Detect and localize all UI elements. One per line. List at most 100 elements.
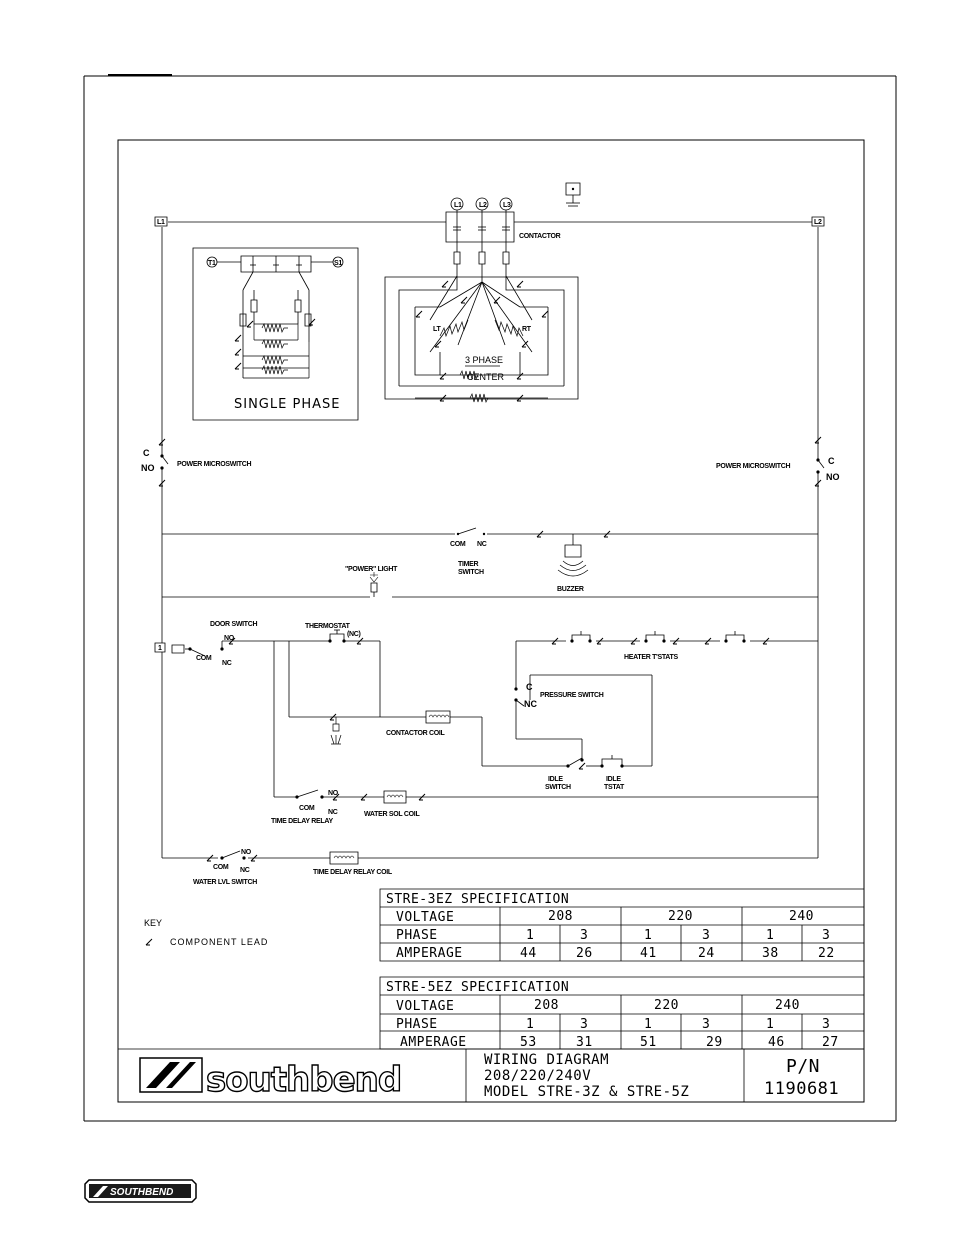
contactor-l3-label: L3 — [503, 202, 511, 209]
terminal-1: 1 — [155, 643, 165, 652]
southbend-logo-text: southbend — [206, 1060, 401, 1100]
contactor-l2-label: L2 — [479, 202, 487, 209]
three-phase-center: CENTER — [467, 372, 505, 382]
contactor-l1-label: L1 — [454, 202, 462, 209]
thermostat-nc: (NC) — [347, 631, 361, 638]
water-lvl-switch-nc: NC — [240, 867, 250, 874]
spec-5ez-a1: 53 — [520, 1035, 537, 1050]
water-lvl-switch-no: NO — [241, 849, 252, 856]
power-microswitch-right-label: POWER MICROSWITCH — [716, 463, 790, 470]
terminal-l1: L1 — [155, 217, 167, 226]
door-switch-com: COM — [196, 655, 212, 662]
idle-tstat-l2: TSTAT — [604, 784, 625, 791]
power-microswitch-right — [815, 435, 824, 490]
time-delay-relay-nc: NC — [328, 809, 338, 816]
key-title: KEY — [144, 918, 162, 928]
spec-5ez-a4: 29 — [706, 1035, 723, 1050]
title-block — [118, 1049, 864, 1102]
spec-5ez-v2: 220 — [654, 998, 679, 1013]
spec-table-5ez — [380, 977, 864, 1049]
pn-value: 1190681 — [764, 1079, 839, 1099]
water-lvl-switch-label: WATER LVL SWITCH — [193, 879, 257, 886]
terminal-l2: L2 — [812, 217, 824, 226]
spec-5ez-p6: 3 — [822, 1017, 830, 1032]
contactor-label: CONTACTOR — [519, 233, 561, 240]
spec-table-5ez-text: STRE-5EZ SPECIFICATION VOLTAGE PHASE AMP… — [386, 980, 839, 1050]
single-phase-s1: S1 — [334, 260, 342, 267]
spec-3ez-a6: 22 — [818, 946, 835, 961]
title-line3: MODEL STRE-3Z & STRE-5Z — [484, 1084, 689, 1100]
contactor-coil-label: CONTACTOR COIL — [386, 730, 446, 737]
power-microswitch-left — [159, 440, 168, 490]
power-light-symbol — [370, 572, 392, 601]
spec-5ez-p2: 3 — [580, 1017, 588, 1032]
water-sol-coil-symbol — [384, 791, 406, 803]
three-phase-rt: RT — [522, 326, 532, 333]
time-delay-relay-label: TIME DELAY RELAY — [271, 818, 333, 825]
spec-5ez-phase-label: PHASE — [396, 1017, 438, 1032]
spec-5ez-voltage-label: VOLTAGE — [396, 999, 454, 1014]
spec-3ez-v2: 220 — [668, 909, 693, 924]
spec-5ez-p3: 1 — [644, 1017, 652, 1032]
spec-5ez-a6: 27 — [822, 1035, 839, 1050]
spec-3ez-v1: 208 — [548, 909, 573, 924]
spec-3ez-a1: 44 — [520, 946, 537, 961]
thermostat-label: THERMOSTAT — [305, 623, 351, 630]
key-component-lead: COMPONENT LEAD — [170, 937, 268, 947]
pressure-switch-c: C — [526, 682, 533, 692]
spec-3ez-title: STRE-3EZ SPECIFICATION — [386, 892, 569, 907]
power-microswitch-right-c: C — [828, 456, 835, 466]
water-sol-coil-label: WATER SOL COIL — [364, 811, 420, 818]
door-switch-label: DOOR SWITCH — [210, 621, 257, 628]
spec-3ez-p3: 1 — [644, 928, 652, 943]
timer-switch-nc: NC — [477, 541, 487, 548]
buzzer-symbol — [536, 530, 611, 576]
three-phase-leads — [415, 280, 549, 402]
spec-5ez-title: STRE-5EZ SPECIFICATION — [386, 980, 569, 995]
control-leads — [206, 637, 770, 862]
spec-table-3ez-text: STRE-3EZ SPECIFICATION VOLTAGE PHASE AMP… — [386, 892, 835, 961]
svg-text:L1: L1 — [157, 219, 165, 226]
idle-tstat-symbol — [601, 755, 623, 767]
power-microswitch-left-c: C — [143, 448, 150, 458]
power-microswitch-left-no: NO — [141, 463, 155, 473]
svg-text:L2: L2 — [814, 219, 822, 226]
contactor — [446, 198, 514, 276]
thermostat-symbol — [329, 630, 345, 642]
spec-5ez-a5: 46 — [768, 1035, 785, 1050]
page-frame — [84, 75, 896, 1121]
footer-logo-text: SOUTHBEND — [110, 1187, 173, 1198]
pn-label: P/N — [786, 1056, 820, 1077]
spec-3ez-a2: 26 — [576, 946, 593, 961]
title-line1: WIRING DIAGRAM — [484, 1052, 609, 1068]
spec-3ez-voltage-label: VOLTAGE — [396, 910, 454, 925]
water-lvl-switch-symbol — [218, 851, 248, 862]
spec-3ez-phase-label: PHASE — [396, 928, 438, 943]
ground-symbol — [566, 183, 580, 206]
spec-3ez-p6: 3 — [822, 928, 830, 943]
time-delay-relay-coil-symbol — [330, 852, 358, 864]
pressure-switch-nc: NC — [524, 699, 537, 709]
idle-tstat-l1: IDLE — [606, 776, 621, 783]
spec-3ez-p4: 3 — [702, 928, 710, 943]
spec-3ez-p5: 1 — [766, 928, 774, 943]
buzzer-label: BUZZER — [557, 586, 584, 593]
spec-5ez-amperage-label: AMPERAGE — [400, 1035, 467, 1050]
svg-text:1: 1 — [158, 645, 162, 652]
three-phase-box — [385, 276, 578, 402]
single-phase-t1: T1 — [208, 260, 216, 267]
idle-switch-l1: IDLE — [548, 776, 563, 783]
spec-5ez-p1: 1 — [526, 1017, 534, 1032]
time-delay-relay-coil-label: TIME DELAY RELAY COIL — [313, 869, 393, 876]
title-block-text: WIRING DIAGRAM 208/220/240V MODEL STRE-3… — [484, 1052, 839, 1100]
main-wiring — [162, 222, 818, 858]
spec-5ez-p5: 1 — [766, 1017, 774, 1032]
title-line2: 208/220/240V — [484, 1068, 591, 1084]
door-switch-nc: NC — [222, 660, 232, 667]
heater-tstats-label: HEATER T'STATS — [624, 654, 678, 661]
power-light-label: "POWER" LIGHT — [345, 566, 398, 573]
footer-logo: SOUTHBEND — [85, 1180, 196, 1202]
spec-3ez-p2: 3 — [580, 928, 588, 943]
spec-5ez-a3: 51 — [640, 1035, 657, 1050]
single-phase-box — [193, 248, 358, 420]
